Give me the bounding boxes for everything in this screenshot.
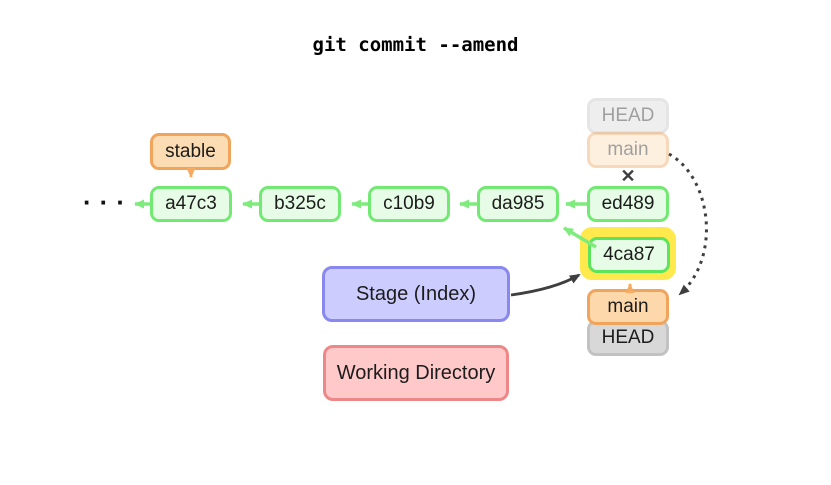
commit-node-c10b9: c10b9: [368, 186, 450, 222]
new-head-text: HEAD: [601, 327, 655, 348]
commit-node-da985: da985: [477, 186, 559, 222]
detached-cross-mark: ✕: [620, 166, 636, 186]
old-main-text: main: [607, 139, 649, 160]
commit-label: 4ca87: [603, 244, 655, 265]
commit-label: b325c: [274, 193, 326, 214]
arrow-stage-to-4ca87: [510, 273, 581, 297]
stage-index-text: Stage (Index): [355, 282, 477, 305]
commit-label: c10b9: [383, 193, 435, 214]
commit-label: ed489: [601, 193, 655, 214]
diagram-title: git commit --amend: [312, 34, 519, 56]
new-main-label: main: [587, 289, 669, 325]
commit-label: da985: [491, 193, 545, 214]
branch-label-stable: stable: [150, 133, 231, 170]
commit-node-4ca87: 4ca87: [588, 237, 670, 273]
new-main-text: main: [607, 296, 649, 317]
commit-node-a47c3: a47c3: [150, 186, 232, 222]
commit-label: a47c3: [165, 193, 217, 214]
commit-node-b325c: b325c: [259, 186, 341, 222]
working-directory-box: Working Directory: [323, 345, 509, 401]
stage-index-box: Stage (Index): [322, 266, 510, 322]
working-directory-text: Working Directory: [336, 361, 496, 384]
new-head-label: HEAD: [587, 320, 669, 356]
branch-stable-text: stable: [165, 140, 216, 162]
old-head-label: HEAD: [587, 98, 669, 134]
old-head-text: HEAD: [601, 105, 655, 126]
old-main-label: main: [587, 132, 669, 168]
history-ellipsis: ···: [83, 187, 133, 217]
commit-node-ed489: ed489: [587, 186, 669, 222]
